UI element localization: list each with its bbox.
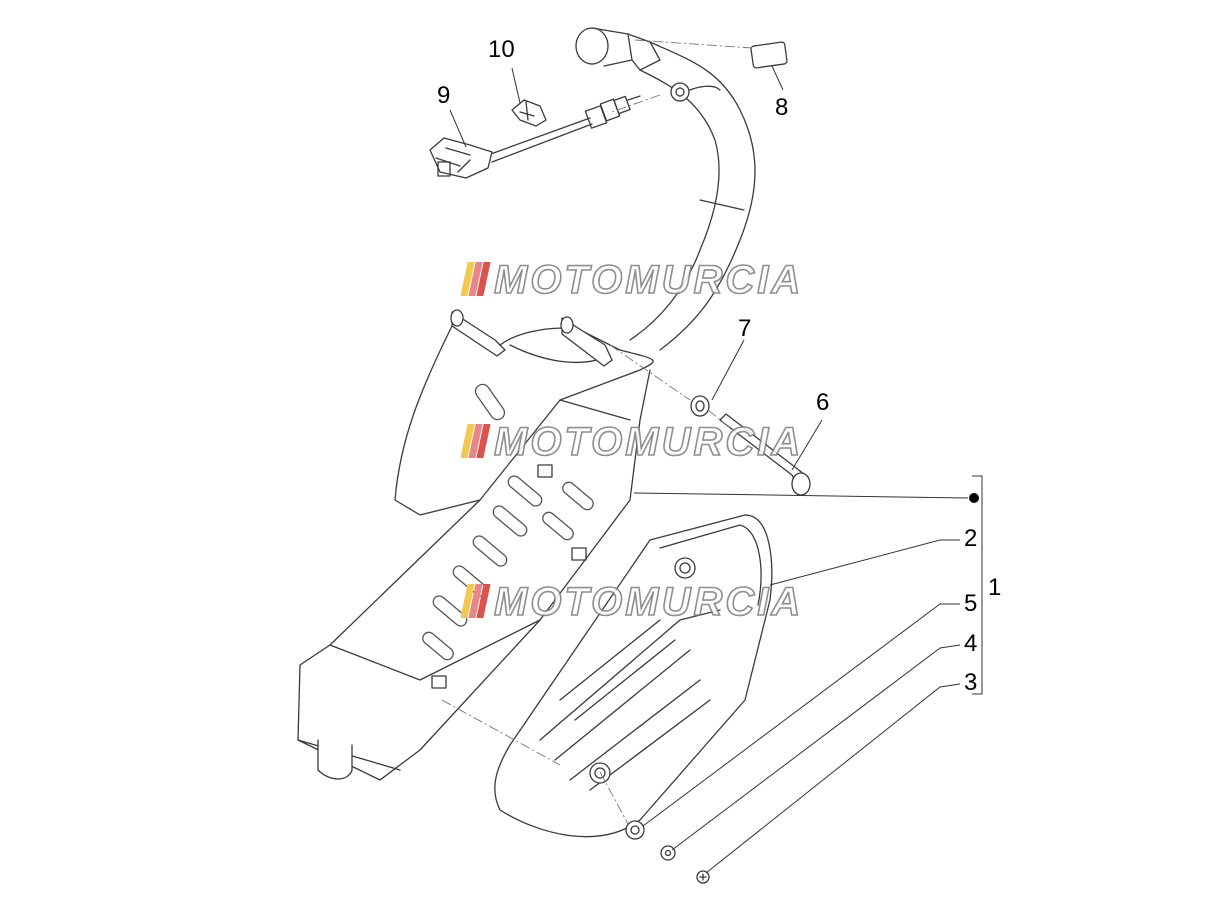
callout-6[interactable]: 6 (816, 389, 830, 416)
heat-shield-part (494, 514, 773, 838)
watermark-stripes (460, 262, 491, 296)
washer-part-7 (690, 395, 710, 417)
exhaust-manifold-pipe (575, 27, 756, 351)
callout-10[interactable]: 10 (488, 36, 515, 63)
muffler-body (297, 309, 654, 781)
watermark-text: MOTOMURCIA (493, 257, 804, 303)
bolt-part-6 (719, 413, 811, 496)
watermark-text: MOTOMURCIA (493, 579, 804, 625)
callout-4[interactable]: 4 (964, 630, 978, 657)
watermark-stripes (460, 424, 491, 458)
washer-part-4 (660, 845, 676, 861)
callout-3[interactable]: 3 (964, 669, 978, 696)
callout-7[interactable]: 7 (738, 315, 752, 342)
screw-part-3 (696, 870, 710, 884)
lambda-sensor-part (429, 95, 641, 179)
callout-8[interactable]: 8 (775, 94, 789, 121)
callout-2[interactable]: 2 (964, 525, 978, 552)
callout-5[interactable]: 5 (964, 590, 978, 617)
watermark-stripes (460, 584, 491, 618)
clip-part (511, 99, 547, 127)
assembly-dot (969, 493, 979, 503)
callout-1[interactable]: 1 (988, 574, 1002, 601)
rubber-grommet-part-5 (625, 820, 645, 840)
bushing-part (750, 41, 788, 69)
watermark-text: MOTOMURCIA (493, 419, 804, 465)
callout-9[interactable]: 9 (437, 82, 451, 109)
